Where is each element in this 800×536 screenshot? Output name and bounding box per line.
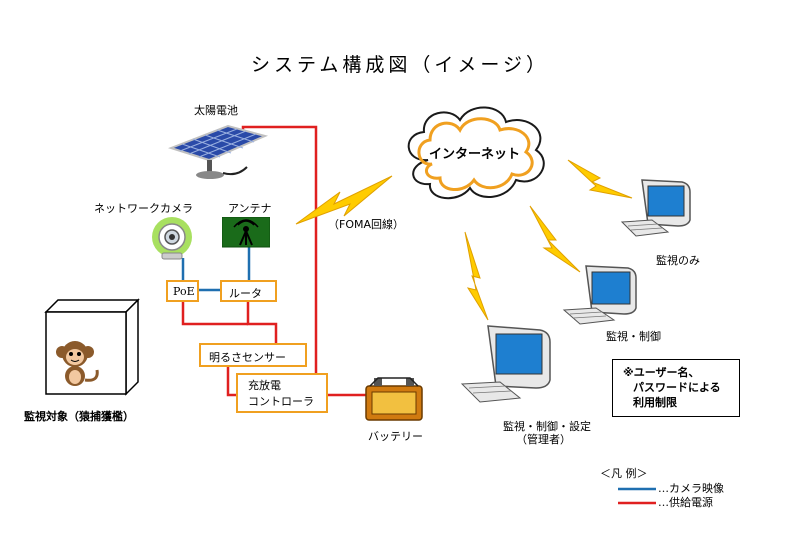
internet-cloud-icon xyxy=(407,106,545,200)
foma-label: （FOMA回線） xyxy=(328,218,405,231)
battery-label: バッテリー xyxy=(368,430,423,443)
lightning-bolt-antenna xyxy=(295,175,393,225)
router-label: ルータ xyxy=(229,287,262,300)
usage-restriction-note: ※ユーザー名、 パスワードによる 利用制限 xyxy=(612,359,740,417)
lightning-bolt-monitor xyxy=(567,159,633,199)
pc-monitor-only-icon xyxy=(620,179,691,237)
charge-controller-label-line2: コントローラ xyxy=(248,395,314,408)
monitored-target-label: 監視対象（猿捕獲檻） xyxy=(24,410,134,423)
pc-admin-label-line2: （管理者） xyxy=(516,433,571,446)
charge-controller-box: 充放電 コントローラ xyxy=(236,373,328,413)
pc-monitor-control-icon xyxy=(562,265,637,325)
legend-power-supply: …供給電源 xyxy=(658,496,713,509)
legend-title: ＜凡 例＞ xyxy=(600,467,648,480)
solar-panel-label: 太陽電池 xyxy=(194,104,238,117)
internet-label: インターネット xyxy=(429,147,521,162)
power-line-poe xyxy=(181,301,248,326)
antenna-icon xyxy=(222,217,270,248)
legend-camera-video: …カメラ映像 xyxy=(658,482,724,495)
note-line1: ※ユーザー名、 xyxy=(623,366,700,379)
power-line-router xyxy=(246,301,278,346)
note-line3: 利用制限 xyxy=(633,396,677,409)
diagram-title: システム構成図（イメージ） xyxy=(250,54,550,76)
battery-icon xyxy=(365,377,423,421)
pc-monitor-control-label: 監視・制御 xyxy=(606,330,661,343)
poe-box: PoE xyxy=(166,280,199,302)
lightning-bolt-admin xyxy=(464,231,489,321)
pc-admin-label-line1: 監視・制御・設定 xyxy=(503,420,591,433)
charge-controller-label-line1: 充放電 xyxy=(248,379,281,392)
network-camera-label: ネットワークカメラ xyxy=(94,202,193,215)
pc-monitor-only-label: 監視のみ xyxy=(656,254,700,267)
light-sensor-label: 明るさセンサー xyxy=(209,351,286,364)
poe-label: PoE xyxy=(173,285,195,298)
light-sensor-box: 明るさセンサー xyxy=(199,343,307,367)
router-box: ルータ xyxy=(220,280,277,302)
solar-panel-icon xyxy=(167,124,269,179)
network-camera-icon xyxy=(152,217,192,260)
note-line2: パスワードによる xyxy=(633,381,721,394)
lightning-bolt-control xyxy=(529,205,581,273)
monkey-icon xyxy=(56,341,99,386)
pc-admin-icon xyxy=(460,325,551,403)
antenna-label: アンテナ xyxy=(228,202,272,215)
